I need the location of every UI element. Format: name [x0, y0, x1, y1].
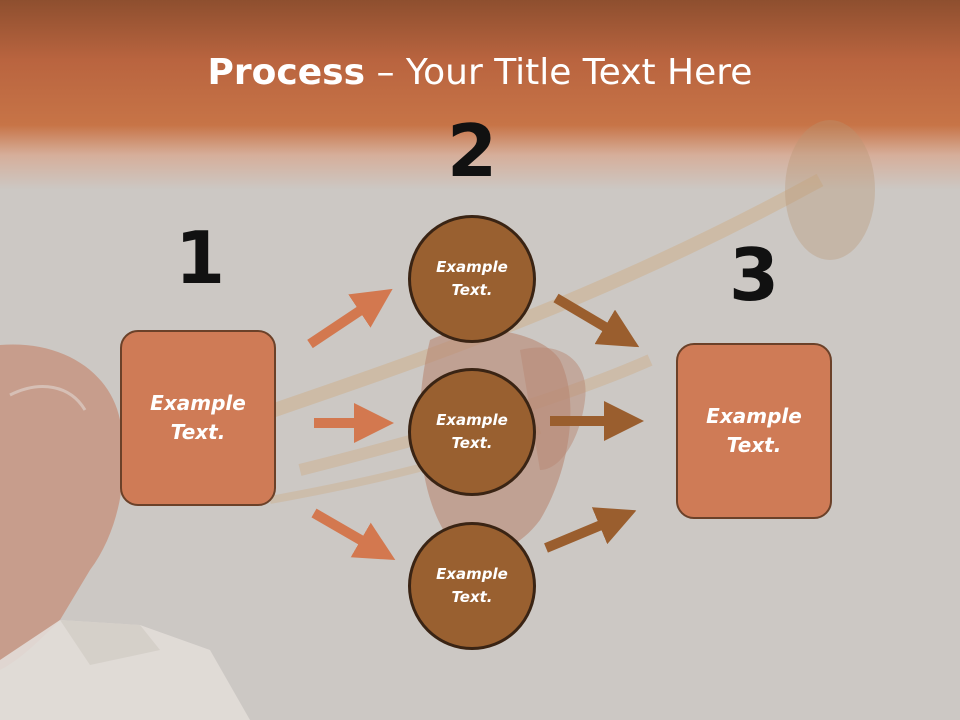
step-3-box: Example Text. — [676, 343, 832, 519]
middle-node-center: Example Text. — [408, 368, 536, 496]
arrow-step1-to-bottom — [311, 508, 396, 561]
middle-node-bottom: Example Text. — [408, 522, 536, 650]
step-number-2: 2 — [446, 109, 498, 193]
step-number-1: 1 — [174, 216, 226, 300]
arrow-bottom-to-step3 — [544, 507, 637, 553]
arrow-step1-to-top — [307, 288, 393, 349]
middle-node-center-label: Example Text. — [436, 411, 508, 452]
title-rest: – Your Title Text Here — [365, 52, 753, 93]
arrow-top-to-step3 — [553, 293, 640, 348]
step-1-label: Example Text. — [150, 391, 246, 444]
title-bold: Process — [207, 52, 366, 93]
middle-node-bottom-label: Example Text. — [436, 565, 508, 606]
header-band — [0, 0, 960, 190]
step-1-box: Example Text. — [120, 330, 276, 506]
middle-node-top-label: Example Text. — [436, 258, 508, 299]
step-number-3: 3 — [728, 233, 780, 317]
middle-node-top: Example Text. — [408, 215, 536, 343]
step-3-label: Example Text. — [706, 404, 802, 457]
slide-title: Process – Your Title Text Here — [0, 52, 960, 93]
